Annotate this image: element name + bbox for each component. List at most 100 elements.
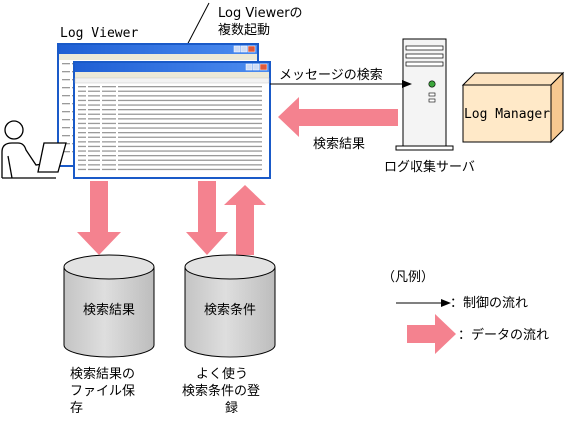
log-collection-server-icon <box>395 38 454 151</box>
save-caption-line2: ファイル保 <box>70 384 135 399</box>
conditions-down-arrow <box>186 181 228 255</box>
log-manager-label: Log Manager <box>464 107 550 122</box>
log-row-bar <box>62 103 70 105</box>
search-result-data-arrow <box>278 97 398 137</box>
front-window-log-rows <box>78 86 262 171</box>
multi-launch-label-line2: 複数起動 <box>218 22 270 38</box>
legend-data-arrow <box>407 314 456 354</box>
log-row-bar <box>78 95 86 97</box>
log-row-bar <box>118 127 262 129</box>
log-row-bar <box>102 168 116 171</box>
log-row-bar <box>62 151 70 153</box>
log-row-bar <box>102 95 116 97</box>
log-row-bar <box>78 86 86 88</box>
log-row-bar <box>118 113 262 115</box>
results-down-arrow <box>77 181 121 255</box>
log-row-bar <box>62 71 70 73</box>
log-row-bar <box>102 99 116 102</box>
log-row-bar <box>118 168 262 171</box>
search-result-arrow-label: 検索結果 <box>313 137 365 152</box>
multi-launch-leader <box>184 2 210 50</box>
message-search-label: メッセージの検索 <box>279 68 383 83</box>
log-manager-box <box>461 71 565 144</box>
log-row-bar <box>88 127 100 129</box>
log-row-bar <box>88 118 100 120</box>
log-row-bar <box>62 111 70 113</box>
log-row-bar <box>88 141 100 143</box>
log-row-bar <box>88 168 100 171</box>
log-row-bar <box>78 150 86 152</box>
register-caption-line1: よく使う <box>196 366 248 382</box>
log-row-bar <box>88 136 100 138</box>
log-row-bar <box>78 90 86 92</box>
search-conditions-database <box>184 254 276 358</box>
log-row-bar <box>62 79 70 81</box>
log-row-bar <box>88 132 100 134</box>
conditions-up-arrow <box>224 185 266 255</box>
log-row-bar <box>88 99 100 102</box>
legend-title: （凡例） <box>382 270 434 285</box>
close-icon[interactable] <box>247 45 256 53</box>
legend-control-label: ：制御の流れ <box>450 296 528 311</box>
save-caption-line1: 検索結果の <box>70 367 135 382</box>
log-row-bar <box>88 164 100 166</box>
multi-launch-label-line1: Log Viewerの <box>218 6 303 21</box>
search-results-database <box>63 254 155 358</box>
log-row-bar <box>78 145 86 148</box>
log-row-bar <box>118 155 262 157</box>
log-row-bar <box>88 122 100 125</box>
log-row-bar <box>118 164 262 166</box>
save-caption-line3: 存 <box>70 401 83 416</box>
log-row-bar <box>62 127 70 129</box>
log-viewer-window-front[interactable] <box>73 61 271 179</box>
log-row-bar <box>102 127 116 129</box>
log-row-bar <box>102 150 116 152</box>
log-row-bar <box>78 127 86 129</box>
log-row-bar <box>102 109 116 111</box>
minimize-icon[interactable] <box>245 63 253 71</box>
log-row-bar <box>88 95 100 97</box>
log-row-bar <box>62 119 70 121</box>
log-row-bar <box>62 63 70 65</box>
log-row-bar <box>78 118 86 120</box>
log-row-bar <box>102 104 116 106</box>
log-row-bar <box>102 136 116 138</box>
log-row-bar <box>118 90 262 92</box>
log-row-bar <box>118 86 262 88</box>
log-row-bar <box>102 122 116 125</box>
log-row-bar <box>102 141 116 143</box>
log-row-bar <box>78 104 86 106</box>
log-row-bar <box>102 159 116 161</box>
log-row-bar <box>88 159 100 161</box>
log-row-bar <box>88 109 100 111</box>
log-row-bar <box>102 113 116 115</box>
log-row-bar <box>118 95 262 97</box>
log-row-bar <box>102 145 116 148</box>
log-row-bar <box>78 164 86 166</box>
log-row-bar <box>118 118 262 120</box>
log-row-bar <box>78 168 86 171</box>
maximize-icon[interactable] <box>240 45 248 53</box>
log-row-bar <box>88 113 100 115</box>
log-row-bar <box>88 90 100 92</box>
log-viewer-label: Log Viewer <box>60 26 138 41</box>
log-row-bar <box>62 135 70 137</box>
log-row-bar <box>78 122 86 125</box>
log-row-bar <box>88 145 100 148</box>
log-row-bar <box>88 104 100 106</box>
log-row-bar <box>62 87 70 89</box>
user-icon <box>1 120 67 179</box>
minimize-icon[interactable] <box>233 45 241 53</box>
log-row-bar <box>78 132 86 134</box>
maximize-icon[interactable] <box>252 63 260 71</box>
register-caption-line3: 録 <box>225 401 238 416</box>
log-row-bar <box>78 141 86 143</box>
close-icon[interactable] <box>259 63 268 71</box>
log-row-bar <box>88 150 100 152</box>
log-row-bar <box>118 104 262 106</box>
legend-data-label: ：データの流れ <box>458 327 549 343</box>
log-row-bar <box>78 113 86 115</box>
log-row-bar <box>102 118 116 120</box>
log-row-bar <box>118 99 262 102</box>
log-row-bar <box>88 86 100 88</box>
